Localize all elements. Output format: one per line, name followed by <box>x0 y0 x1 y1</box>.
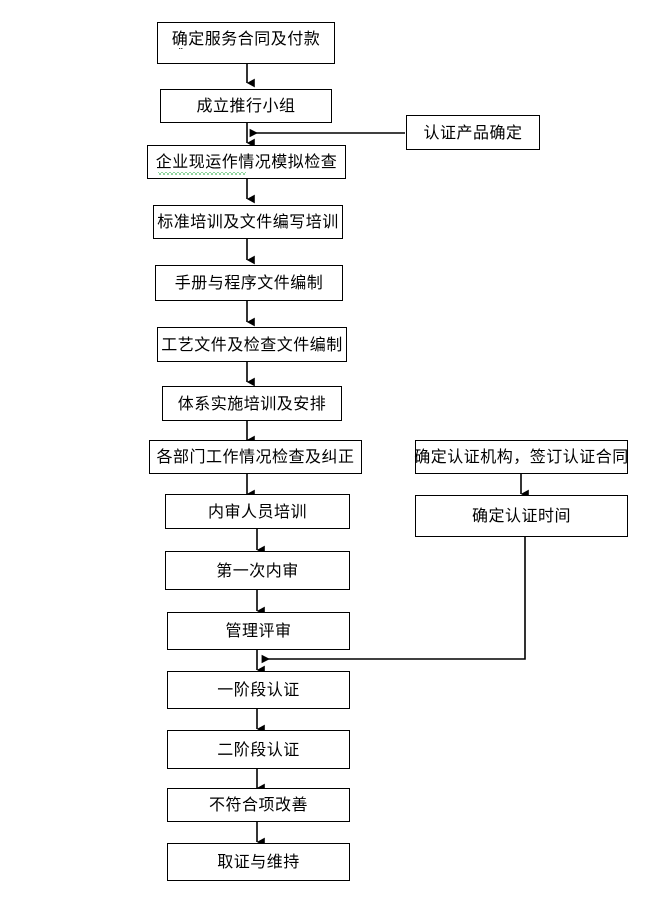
node-determine-certification-date[interactable]: 确定认证时间 <box>415 495 628 537</box>
node-label: 工艺文件及检查文件编制 <box>161 334 343 354</box>
node-process-and-inspection-doc-drafting[interactable]: 工艺文件及检查文件编制 <box>157 327 347 362</box>
node-label: 确定认证机构，签订认证合同 <box>414 447 629 467</box>
node-standard-and-documentation-training[interactable]: 标准培训及文件编写培训 <box>153 205 343 239</box>
node-obtain-certificate-and-maintain[interactable]: 取证与维持 <box>167 843 350 881</box>
node-establish-implementation-team[interactable]: 成立推行小组 <box>160 89 332 123</box>
node-label: 成立推行小组 <box>196 96 296 116</box>
node-manual-and-procedure-doc-drafting[interactable]: 手册与程序文件编制 <box>155 265 343 301</box>
node-internal-auditor-training[interactable]: 内审人员培训 <box>165 494 350 529</box>
node-label: 确定服务合同及付款 <box>171 29 321 48</box>
node-stage-two-certification[interactable]: 二阶段认证 <box>167 730 350 769</box>
node-label: 取证与维持 <box>217 852 300 872</box>
node-label: 内审人员培训 <box>207 501 307 521</box>
node-nonconformity-improvement[interactable]: 不符合项改善 <box>167 788 350 822</box>
node-label: 标准培训及文件编写培训 <box>157 212 339 232</box>
stray-mark-artifact: ¨ <box>178 46 184 59</box>
node-label: 确定认证时间 <box>471 506 571 526</box>
node-label: 第一次内审 <box>216 560 299 580</box>
node-label: 各部门工作情况检查及纠正 <box>156 447 355 467</box>
node-label: 企业现运作情况模拟检查 <box>155 152 338 175</box>
node-certified-product-determination[interactable]: 认证产品确定 <box>406 115 540 150</box>
node-simulated-audit-current-operations[interactable]: 企业现运作情况模拟检查 <box>147 145 346 179</box>
node-label: 管理评审 <box>225 621 292 641</box>
node-label: 二阶段认证 <box>217 739 300 759</box>
node-first-internal-audit[interactable]: 第一次内审 <box>165 551 350 590</box>
node-label: 一阶段认证 <box>217 680 300 700</box>
node-select-certification-body-sign-contract[interactable]: 确定认证机构，签订认证合同 <box>414 440 629 474</box>
node-label: 不符合项改善 <box>208 795 308 815</box>
node-label: 认证产品确定 <box>423 122 523 142</box>
node-label: 体系实施培训及安排 <box>177 393 327 413</box>
node-department-work-check-and-correction[interactable]: 各部门工作情况检查及纠正 <box>149 440 362 474</box>
node-stage-one-certification[interactable]: 一阶段认证 <box>167 671 350 709</box>
node-confirm-service-contract-payment[interactable]: 确定服务合同及付款 <box>157 22 335 64</box>
node-system-implementation-training-schedule[interactable]: 体系实施培训及安排 <box>162 386 342 421</box>
node-label: 手册与程序文件编制 <box>174 273 324 293</box>
node-management-review[interactable]: 管理评审 <box>167 612 350 650</box>
